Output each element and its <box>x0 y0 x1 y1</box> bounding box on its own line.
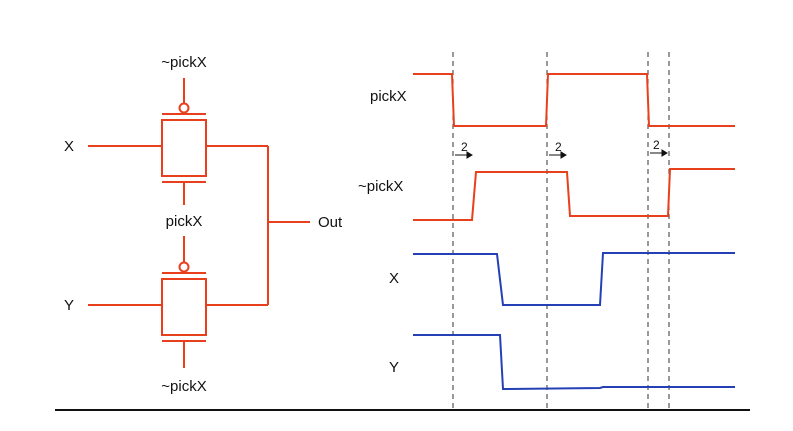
signal-label-pickx: pickX <box>370 88 407 105</box>
bottom-gate-label: ~pickX <box>161 378 206 395</box>
top-gate-inverter-bubble <box>178 102 190 114</box>
signal-label-x: X <box>389 270 399 287</box>
mux-circuit <box>88 78 310 368</box>
delay-arrowhead <box>661 149 668 157</box>
input-x-label: X <box>64 138 74 155</box>
delay-arrowhead <box>560 151 567 159</box>
delay-label: 2 <box>555 140 562 154</box>
waveform-y <box>413 334 735 391</box>
waveform-x <box>413 252 735 306</box>
top-transmission-gate <box>161 119 207 177</box>
waveform-pickx <box>413 73 735 127</box>
signal-label-notpickx: ~pickX <box>358 178 403 195</box>
waveform-notpickx <box>413 168 735 221</box>
bottom-gate-inverter-bubble <box>178 261 190 273</box>
delay-annotations <box>455 149 668 159</box>
input-y-label: Y <box>64 297 74 314</box>
signal-label-y: Y <box>389 359 399 376</box>
delay-label: 2 <box>653 138 660 152</box>
delay-arrowhead <box>466 151 473 159</box>
top-gate-label: ~pickX <box>161 54 206 71</box>
delay-label: 2 <box>461 140 468 154</box>
bottom-transmission-gate <box>161 278 207 336</box>
timing-guides <box>452 52 670 408</box>
middle-pickx-label: pickX <box>166 213 203 230</box>
output-label: Out <box>318 214 343 231</box>
